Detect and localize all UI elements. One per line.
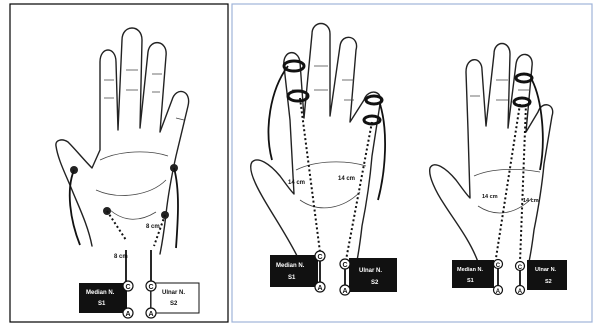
left-median-code: S1	[98, 301, 106, 307]
left-ulnar-code: S2	[170, 301, 178, 307]
right-distance-ulnar: 14 cm	[523, 198, 539, 204]
svg-text:A: A	[518, 289, 523, 295]
svg-text:C: C	[126, 284, 131, 291]
svg-text:A: A	[496, 289, 501, 295]
right-electrode-a-ulnar: A	[516, 286, 525, 296]
middle-ulnar-box	[349, 258, 397, 292]
left-electrode-c-ulnar: C	[146, 281, 156, 291]
left-electrode-a-median: A	[123, 308, 133, 318]
svg-text:C: C	[518, 265, 523, 271]
middle-median-code: S1	[288, 275, 296, 281]
svg-text:A: A	[126, 311, 131, 318]
middle-electrode-a-median: A	[315, 282, 325, 292]
middle-median-box	[270, 255, 318, 287]
middle-ulnar-title: Ulnar N.	[359, 268, 382, 274]
middle-distance-ulnar: 14 cm	[338, 176, 355, 182]
left-panel-frame	[10, 4, 228, 322]
left-ulnar-title: Ulnar N.	[162, 290, 185, 296]
left-distance-median: 8 cm	[114, 254, 128, 260]
left-electrode-c-median: C	[123, 281, 133, 291]
middle-electrode-a-ulnar: A	[340, 285, 350, 295]
left-ulnar-box	[151, 283, 199, 313]
right-electrode-c-ulnar: C	[516, 262, 525, 272]
right-ulnar-title: Ulnar N.	[535, 267, 557, 273]
right-median-title: Median N.	[457, 267, 483, 273]
svg-text:A: A	[149, 311, 154, 318]
right-electrode-a-median: A	[494, 286, 503, 296]
middle-distance-median: 14 cm	[288, 180, 305, 186]
middle-ulnar-code: S2	[371, 280, 379, 286]
right-distance-median: 14 cm	[482, 194, 498, 200]
right-median-code: S1	[467, 278, 474, 284]
right-electrode-c-median: C	[494, 260, 503, 270]
svg-text:A: A	[318, 285, 323, 292]
right-ulnar-code: S2	[545, 279, 552, 285]
svg-text:C: C	[149, 284, 154, 291]
svg-text:A: A	[343, 288, 348, 295]
svg-text:C: C	[496, 263, 501, 269]
left-median-box	[79, 283, 127, 313]
left-electrode-a-ulnar: A	[146, 308, 156, 318]
middle-electrode-c-median: C	[315, 251, 325, 261]
svg-text:C: C	[318, 254, 323, 261]
left-distance-ulnar: 8 cm	[146, 224, 160, 230]
left-median-title: Median N.	[86, 290, 115, 296]
middle-electrode-c-ulnar: C	[340, 259, 350, 269]
svg-text:C: C	[343, 262, 348, 269]
right-ulnar-box	[527, 260, 567, 290]
middle-median-title: Median N.	[276, 263, 305, 269]
